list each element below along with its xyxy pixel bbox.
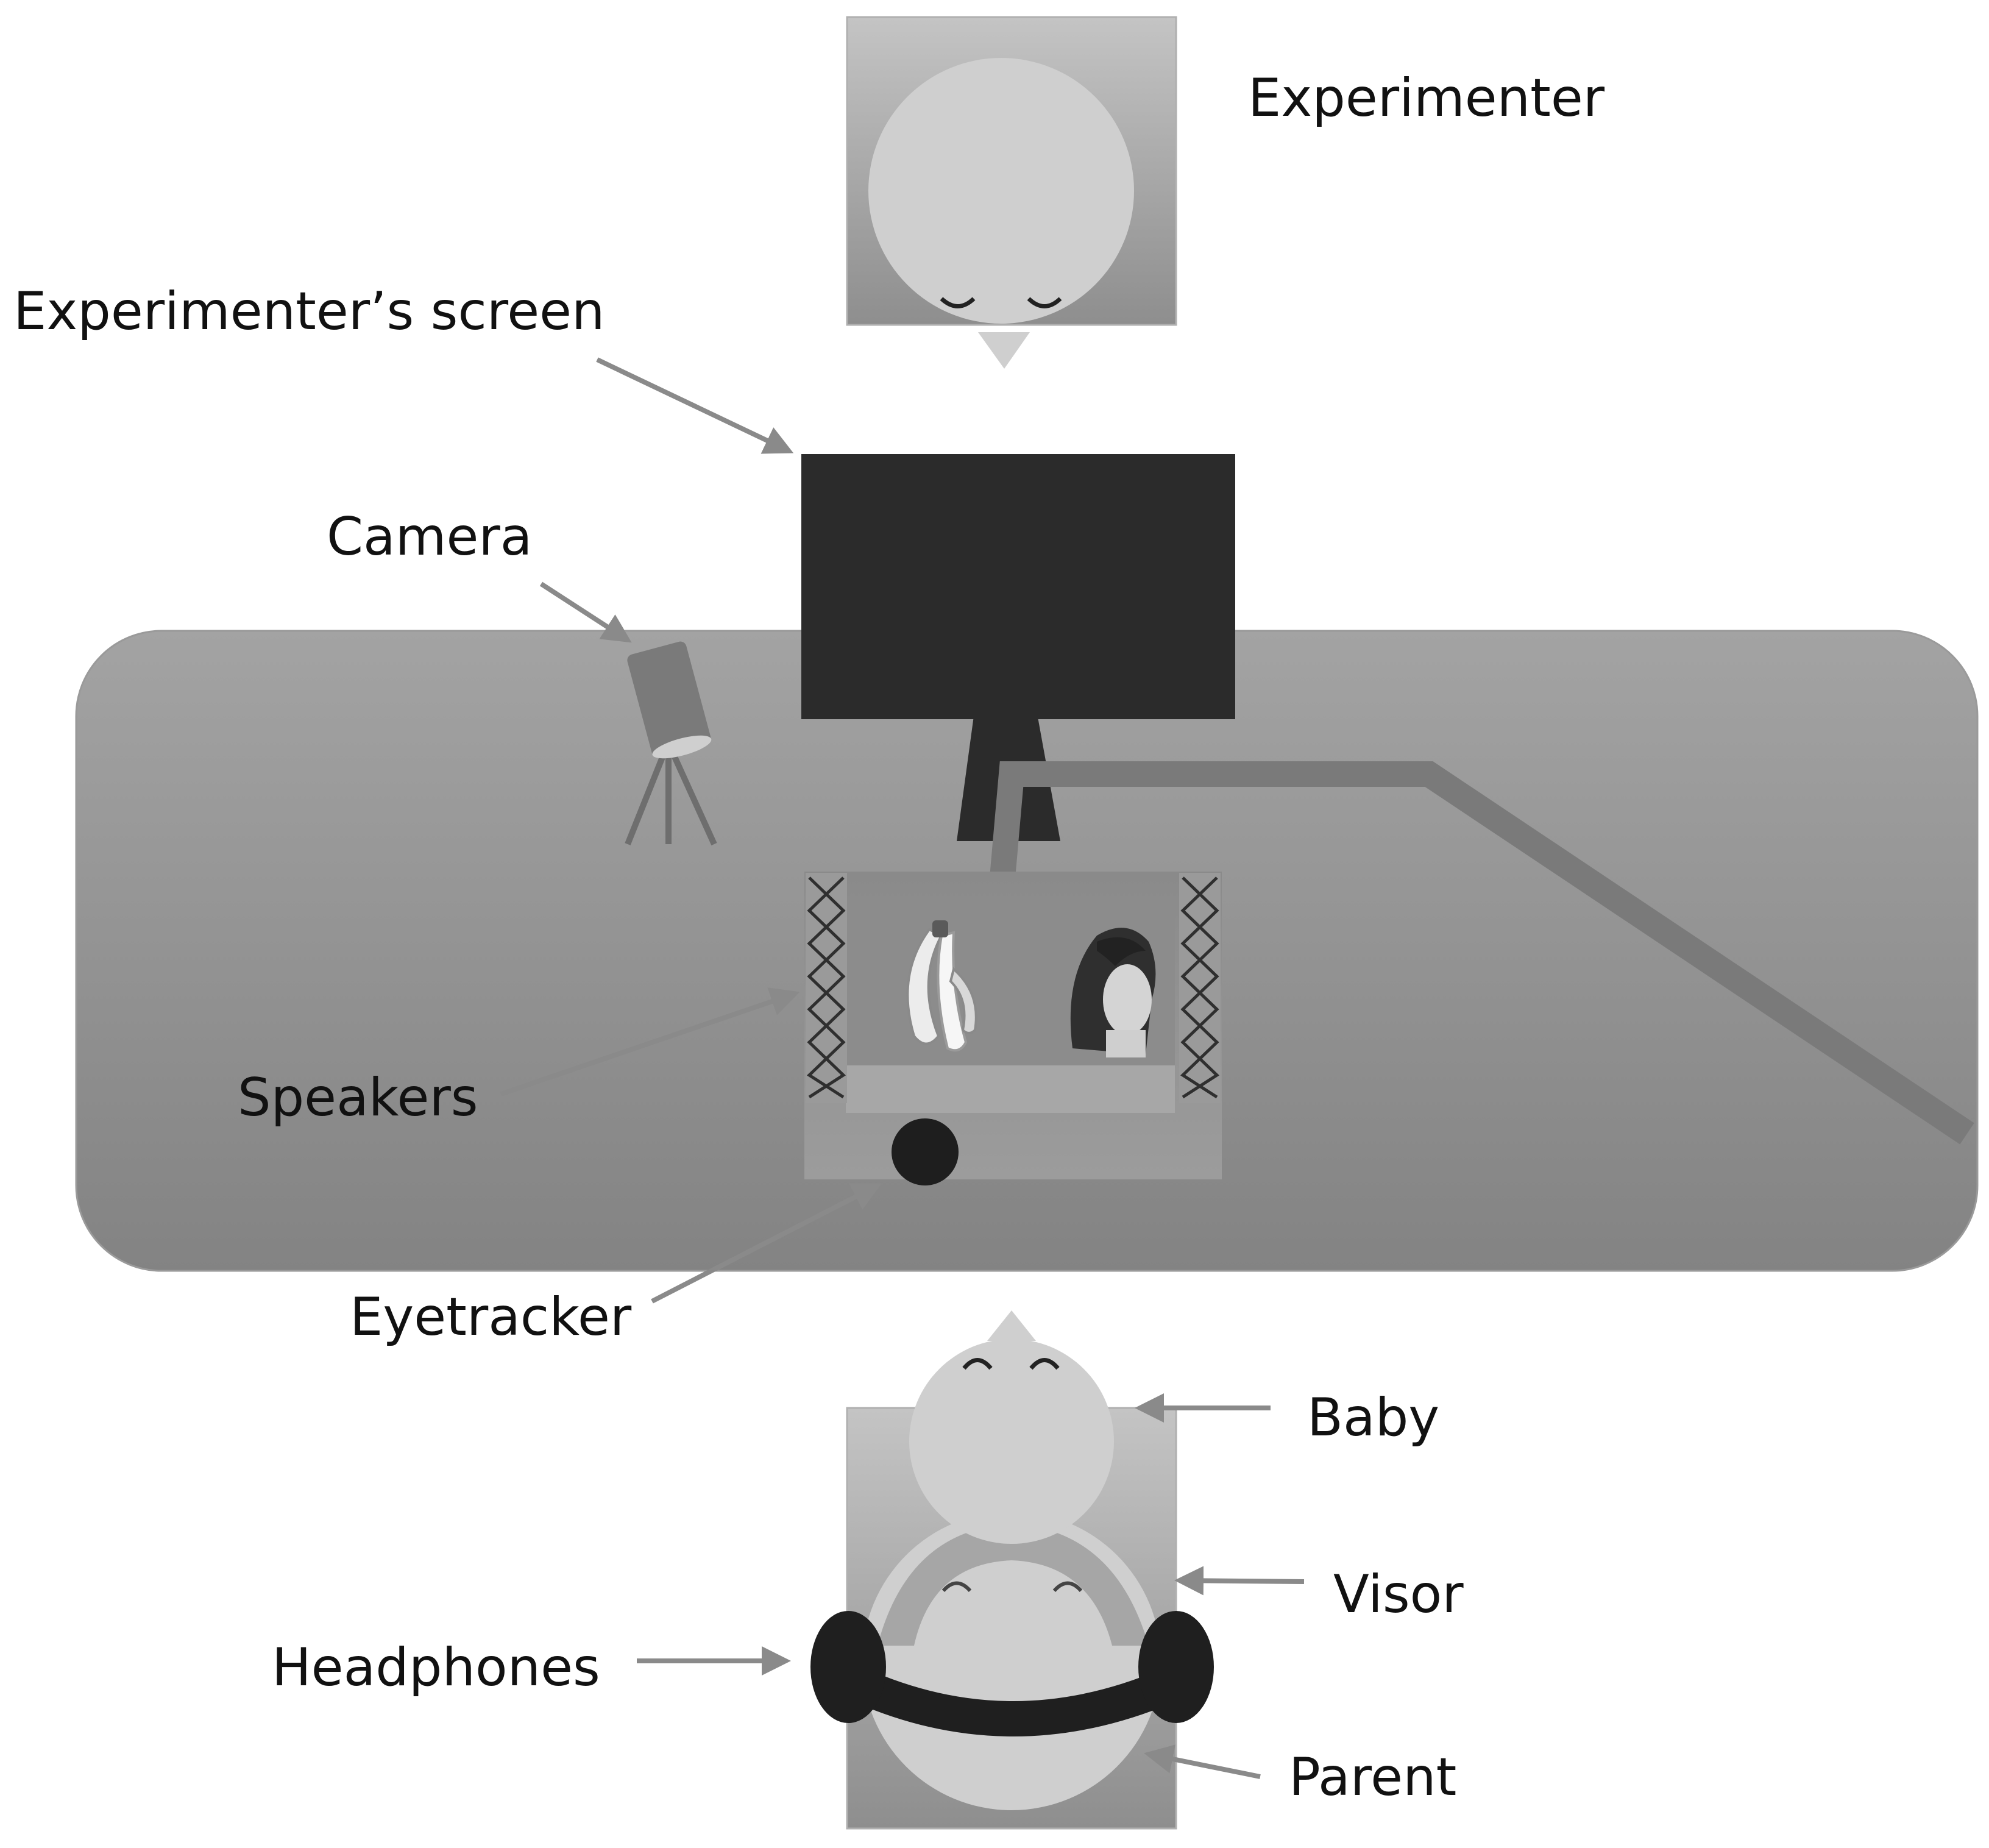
- child-face-image: [1070, 928, 1156, 1057]
- headphones-ear-left: [810, 1611, 886, 1723]
- camera-lens: [652, 735, 712, 759]
- stimulus-bezel-bottom: [846, 1065, 1175, 1113]
- arrow-speakers: [500, 987, 800, 1096]
- screen-panel: [801, 454, 1235, 719]
- headphones-ear-right: [1138, 1611, 1214, 1723]
- banana-image: [906, 920, 977, 1052]
- arrow-visor: [1174, 1566, 1305, 1596]
- label-speakers: Speakers: [238, 1067, 478, 1128]
- label-experimenters-screen: Experimenter’s screen: [13, 281, 605, 342]
- baby-nose: [987, 1310, 1036, 1341]
- tripod-leg-left: [625, 752, 667, 845]
- headphones-band: [839, 1663, 1190, 1736]
- parent-baby-figure: [810, 1310, 1214, 1830]
- experimenter-nose: [978, 332, 1030, 369]
- label-baby: Baby: [1307, 1387, 1439, 1448]
- tripod-leg-right: [670, 751, 717, 846]
- cable: [990, 761, 1974, 1145]
- camera: [625, 641, 717, 846]
- callout-arrows: [500, 357, 1305, 1779]
- arrow-eyetracker: [651, 1183, 882, 1304]
- speaker-left: [806, 873, 847, 1103]
- camera-body: [627, 641, 711, 758]
- experimenter-eye-right: [1027, 297, 1062, 308]
- baby-eye-right: [1029, 1358, 1060, 1370]
- label-camera: Camera: [327, 506, 533, 567]
- label-visor: Visor: [1333, 1564, 1464, 1625]
- eyetracker: [892, 1118, 959, 1185]
- baby-head: [909, 1339, 1114, 1544]
- arrow-experimenters-screen: [596, 357, 794, 454]
- arrow-camera: [539, 581, 632, 643]
- speaker-left-grille: [806, 876, 846, 1099]
- speaker-right-grille: [1180, 876, 1220, 1099]
- experimenter-eye-left: [940, 297, 976, 308]
- experimenters-screen: [801, 454, 1235, 841]
- experimenter-head: [868, 58, 1134, 324]
- experimenter-figure: [846, 16, 1177, 369]
- label-eyetracker: Eyetracker: [350, 1287, 632, 1348]
- speaker-right: [1179, 873, 1221, 1103]
- label-parent: Parent: [1289, 1747, 1456, 1808]
- label-headphones: Headphones: [272, 1637, 600, 1698]
- baby-eye-left: [962, 1358, 993, 1370]
- parent-eye-right: [1052, 1581, 1083, 1593]
- parent-eye-left: [941, 1581, 972, 1593]
- label-experimenter: Experimenter: [1248, 68, 1605, 129]
- visor: [878, 1524, 1149, 1646]
- arrow-parent: [1144, 1744, 1261, 1779]
- stimulus-monitor: [804, 872, 1222, 1179]
